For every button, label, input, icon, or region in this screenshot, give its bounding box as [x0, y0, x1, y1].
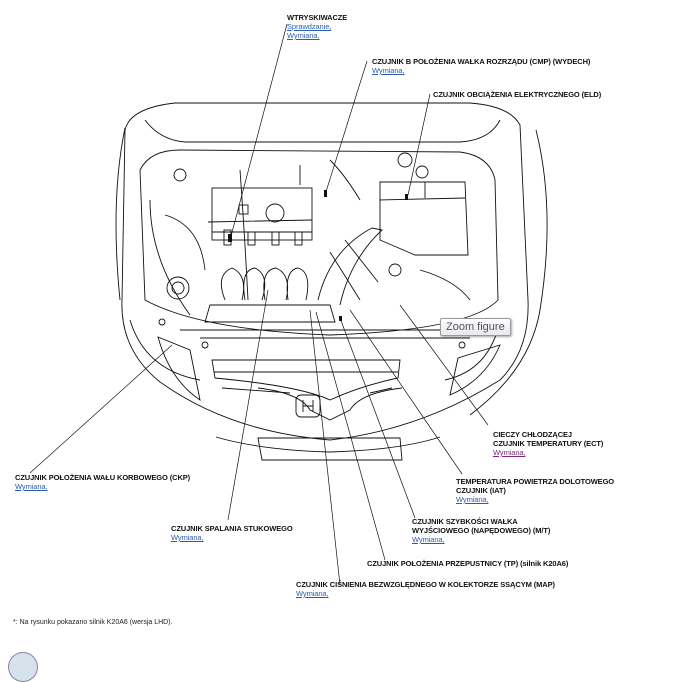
- label-mt-sensor: CZUJNIK SZYBKOŚCI WAŁKA WYJŚCIOWEGO (NAP…: [412, 517, 550, 544]
- label-tp-sensor: CZUJNIK POŁOŻENIA PRZEPUSTNICY (TP) (sil…: [367, 559, 568, 568]
- label-ect-sensor: CIECZY CHŁODZĄCEJ CZUJNIK TEMPERATURY (E…: [493, 430, 603, 457]
- air-box: [379, 181, 469, 256]
- scroll-top-button[interactable]: [8, 652, 38, 682]
- label-title: CZUJNIK CIŚNIENIA BEZWZGLĘDNEGO W KOLEKT…: [296, 580, 555, 589]
- mt-replace-link[interactable]: Wymiana,: [412, 535, 445, 544]
- leader-iat: [349, 309, 463, 475]
- label-title-line1: CIECZY CHŁODZĄCEJ: [493, 430, 573, 439]
- cmp-replace-link[interactable]: Wymiana,: [372, 66, 405, 75]
- label-title: CZUJNIK SPALANIA STUKOWEGO: [171, 524, 293, 533]
- label-title: CZUJNIK POŁOŻENIA PRZEPUSTNICY (TP) (sil…: [367, 559, 569, 568]
- zoom-figure-tooltip: Zoom figure: [440, 318, 511, 336]
- injectors-replace-link[interactable]: Wymiana,: [287, 31, 320, 40]
- label-title-line2: WYJŚCIOWEGO (NAPĘDOWEGO) (M/T): [412, 526, 551, 535]
- leader-ckp: [29, 344, 173, 474]
- leader-cmp: [324, 60, 368, 196]
- leader-tp: [315, 311, 386, 561]
- label-injectors: WTRYSKIWACZE Sprawdzanie, Wymiana,: [287, 13, 347, 40]
- map-replace-link[interactable]: Wymiana,: [296, 589, 329, 598]
- license-plate-area: [257, 437, 403, 461]
- injectors-check-link[interactable]: Sprawdzanie,: [287, 22, 332, 31]
- grille: [211, 359, 401, 401]
- label-title: CZUJNIK OBCIĄŻENIA ELEKTRYCZNEGO (ELD): [433, 90, 602, 99]
- leader-injectors: [229, 23, 288, 241]
- label-title: CZUJNIK B POŁOŻENIA WAŁKA ROZRZĄDU (CMP)…: [372, 57, 591, 66]
- label-title: CZUJNIK POŁOŻENIA WAŁU KORBOWEGO (CKP): [15, 473, 191, 482]
- label-title-line1: CZUJNIK SZYBKOŚCI WAŁKA: [412, 517, 518, 526]
- leader-mt: [339, 317, 416, 519]
- knock-replace-link[interactable]: Wymiana,: [171, 533, 204, 542]
- label-title-line2: CZUJNIK TEMPERATURY (ECT): [493, 439, 604, 448]
- footnote: *: Na rysunku pokazano silnik K20A6 (wer…: [13, 619, 173, 626]
- ckp-replace-link[interactable]: Wymiana,: [15, 482, 48, 491]
- leader-map: [309, 309, 341, 586]
- label-cmp-sensor: CZUJNIK B POŁOŻENIA WAŁKA ROZRZĄDU (CMP)…: [372, 57, 590, 75]
- label-knock-sensor: CZUJNIK SPALANIA STUKOWEGO Wymiana,: [171, 524, 293, 542]
- iat-replace-link[interactable]: Wymiana,: [456, 495, 489, 504]
- oil-cap: [265, 203, 285, 223]
- leader-knock: [227, 289, 269, 521]
- label-title-line2: CZUJNIK (IAT): [456, 486, 506, 495]
- honda-emblem: [295, 394, 321, 418]
- valve-cover: [211, 187, 313, 241]
- label-map-sensor: CZUJNIK CIŚNIENIA BEZWZGLĘDNEGO W KOLEKT…: [296, 580, 555, 598]
- label-title: WTRYSKIWACZE: [287, 13, 348, 22]
- leader-eld: [407, 93, 431, 196]
- label-title-line1: TEMPERATURA POWIETRZA DOLOTOWEGO: [456, 477, 615, 486]
- label-eld-sensor: CZUJNIK OBCIĄŻENIA ELEKTRYCZNEGO (ELD): [433, 90, 601, 99]
- body-outline: [121, 102, 529, 441]
- label-ckp-sensor: CZUJNIK POŁOŻENIA WAŁU KORBOWEGO (CKP) W…: [15, 473, 190, 491]
- ect-replace-link[interactable]: Wymiana,: [493, 448, 526, 457]
- engine-bay-diagram: [29, 23, 548, 586]
- label-iat-sensor: TEMPERATURA POWIETRZA DOLOTOWEGO CZUJNIK…: [456, 477, 614, 504]
- leader-ect: [399, 304, 489, 426]
